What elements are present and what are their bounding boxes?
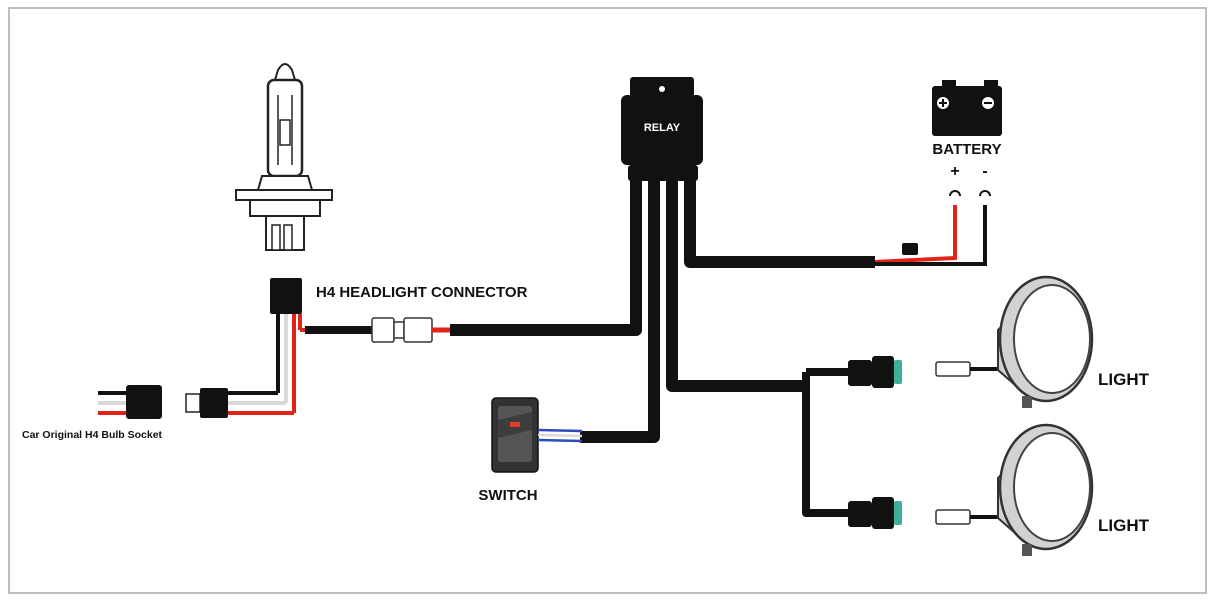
- light-bottom-label: LIGHT: [1098, 516, 1150, 535]
- h4-socket-connector: [185, 388, 228, 418]
- battery-minus-label: -: [982, 163, 987, 180]
- inline-connector: [305, 317, 450, 343]
- light-top-label: LIGHT: [1098, 370, 1150, 389]
- switch-wires: [537, 428, 583, 443]
- battery-terminal-rings: [949, 190, 991, 197]
- waterproof-connector-icon: [848, 356, 902, 388]
- battery-wires: [874, 205, 987, 266]
- fuse-icon: [902, 243, 918, 255]
- work-light-icon: [997, 423, 1094, 556]
- rocker-switch-icon: [491, 397, 539, 473]
- switch-label: SWITCH: [478, 487, 537, 504]
- h4-bulb-icon: [235, 63, 333, 251]
- main-harness: [450, 180, 875, 443]
- battery-plus-label: +: [950, 163, 959, 180]
- relay-icon: [621, 77, 703, 181]
- waterproof-connector-icon: [848, 497, 902, 529]
- h4-harness-wires: [225, 314, 320, 415]
- relay-label: RELAY: [644, 122, 681, 134]
- h4-plug-icon: [270, 278, 302, 314]
- battery-label: BATTERY: [932, 141, 1001, 158]
- battery-icon: [932, 80, 1002, 136]
- car-socket-label: Car Original H4 Bulb Socket: [22, 429, 163, 441]
- light-branch: [802, 368, 850, 517]
- work-light-icon: [997, 275, 1094, 408]
- h4-connector-label: H4 HEADLIGHT CONNECTOR: [316, 284, 528, 301]
- car-original-socket: [98, 385, 162, 419]
